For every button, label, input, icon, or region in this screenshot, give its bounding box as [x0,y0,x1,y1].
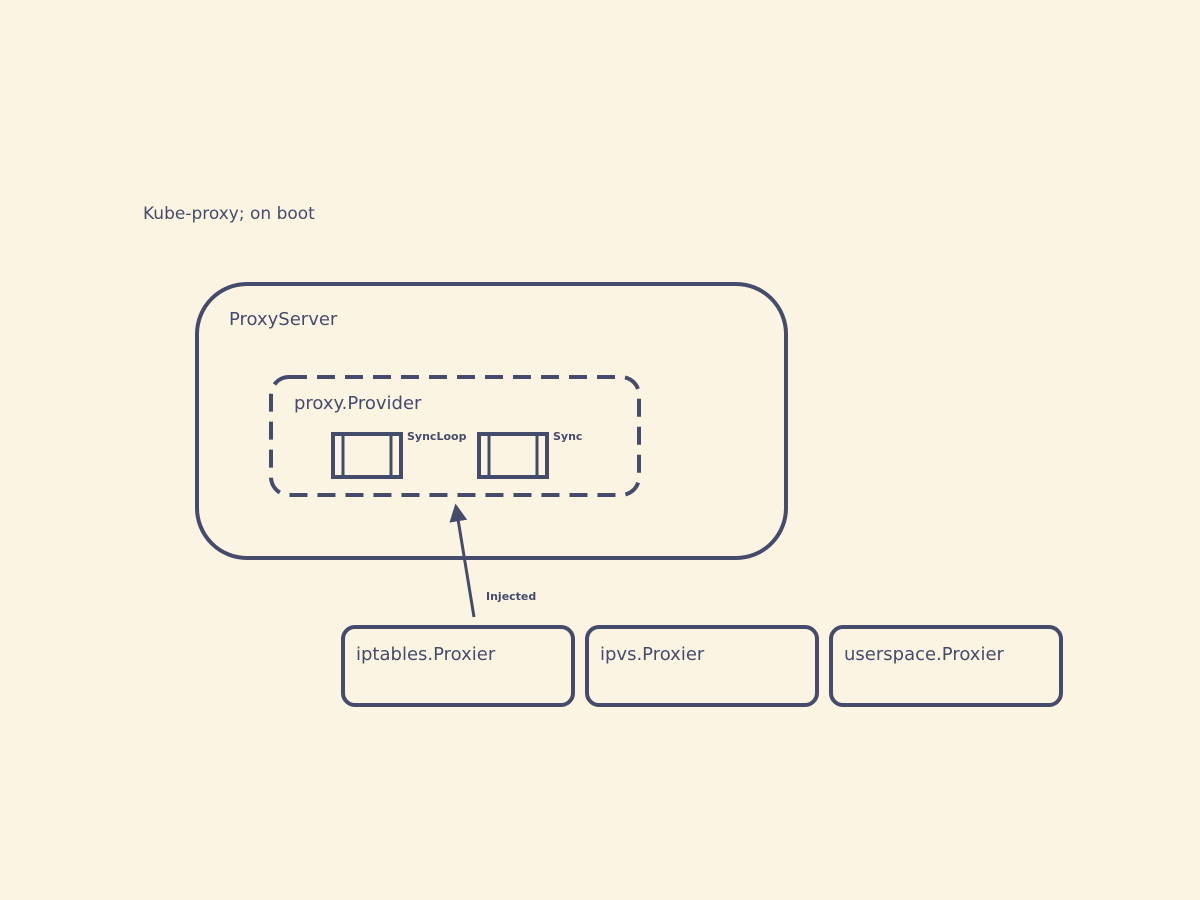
syncloop-box [331,432,403,479]
iptables-proxier-box [341,625,575,707]
ipvs-proxier-label: ipvs.Proxier [600,644,705,665]
proxy-server-label: ProxyServer [229,309,338,330]
proxy-server-box [195,282,788,560]
userspace-proxier-label: userspace.Proxier [844,644,1005,665]
sync-label: Sync [553,430,582,443]
diagram-title: Kube-proxy; on boot [143,204,315,224]
iptables-proxier-label: iptables.Proxier [356,644,496,665]
provider-box [269,375,641,497]
sync-box [477,432,549,479]
injected-label: Injected [486,590,536,603]
injected-arrow [449,503,476,618]
syncloop-method [331,432,403,479]
sync-method [477,432,549,479]
syncloop-label: SyncLoop [407,430,467,443]
provider-label: proxy.Provider [294,393,422,414]
ipvs-proxier-box [585,625,819,707]
userspace-proxier-box [829,625,1063,707]
